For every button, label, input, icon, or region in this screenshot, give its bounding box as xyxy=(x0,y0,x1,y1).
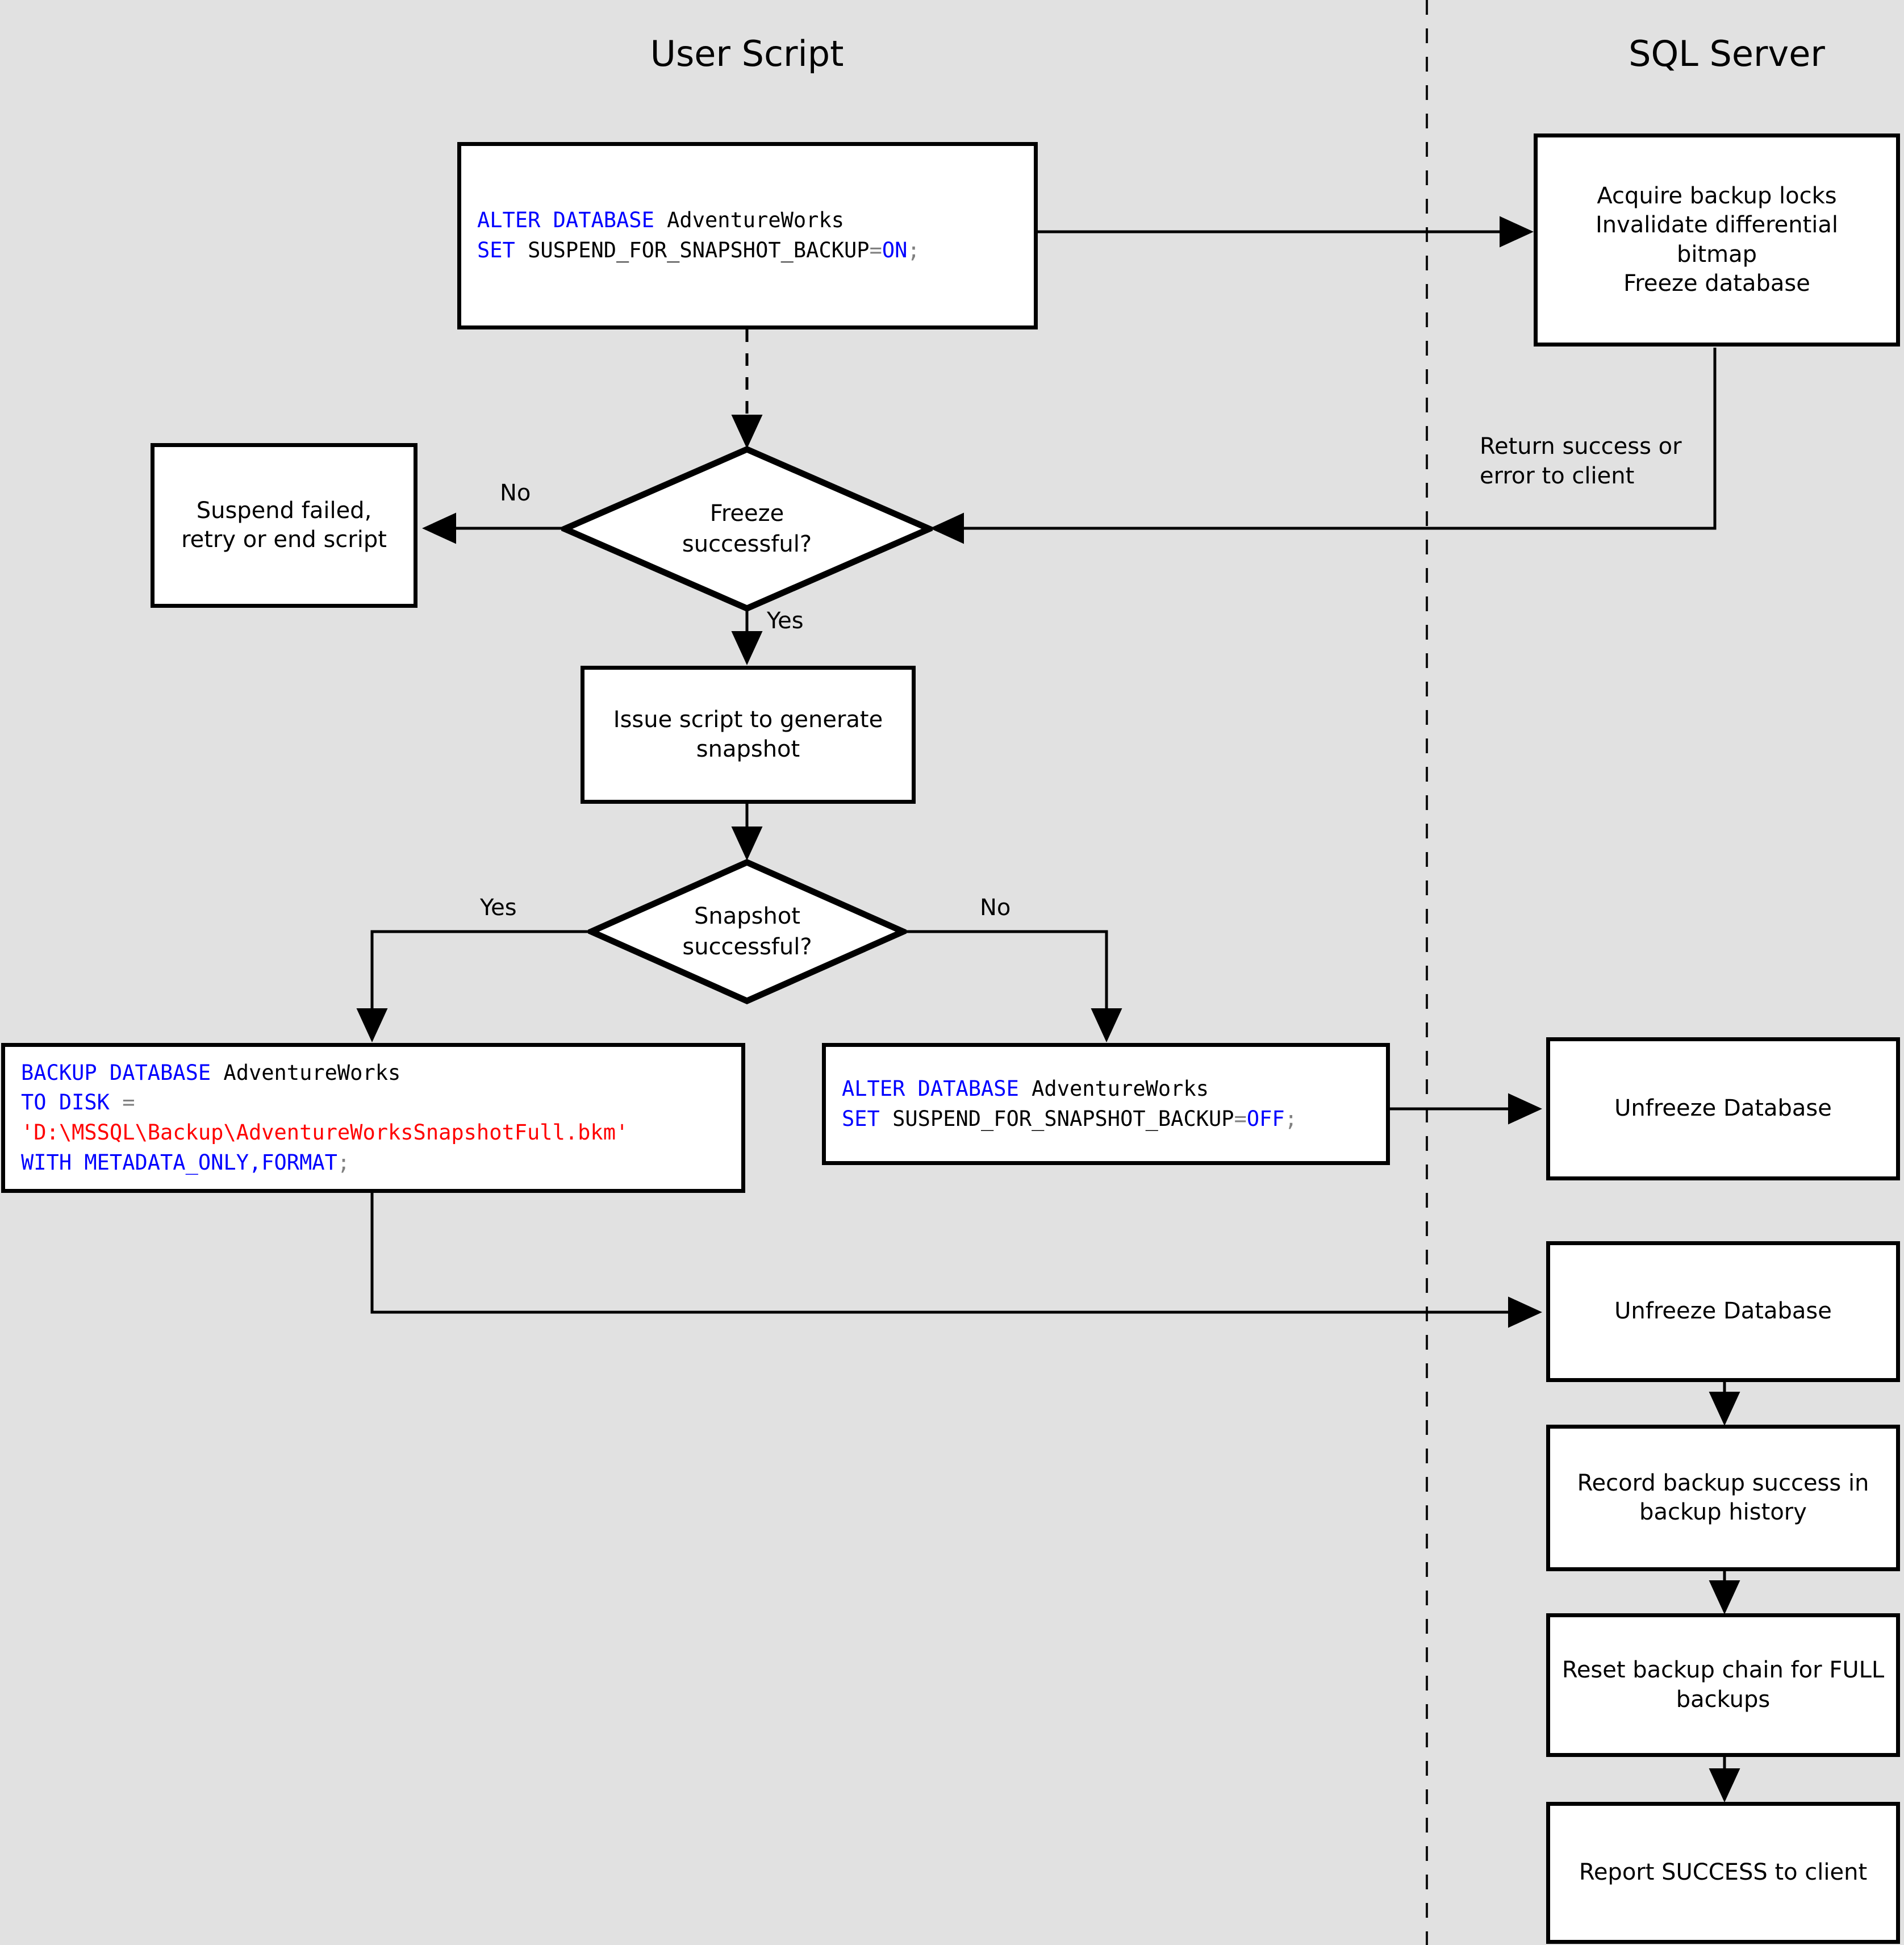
node-alter-database-on[interactable]: ALTER DATABASE AdventureWorks SET SUSPEN… xyxy=(457,142,1038,329)
code-backup-database: BACKUP DATABASE AdventureWorks TO DISK =… xyxy=(21,1060,629,1175)
node-issue-script-label: Issue script to generate snapshot xyxy=(613,707,883,762)
node-reset-backup-chain-label: Reset backup chain for FULL backups xyxy=(1561,1657,1885,1713)
node-suspend-failed[interactable]: Suspend failed, retry or end script xyxy=(151,443,417,608)
node-alter-database-off[interactable]: ALTER DATABASE AdventureWorks SET SUSPEN… xyxy=(822,1043,1390,1165)
node-suspend-failed-label: Suspend failed, retry or end script xyxy=(181,497,387,553)
diamond-shape-freeze xyxy=(557,445,937,612)
code-alter-on: ALTER DATABASE AdventureWorks SET SUSPEN… xyxy=(477,208,920,262)
node-acquire-backup-locks[interactable]: Acquire backup locks Invalidate differen… xyxy=(1534,133,1900,347)
edge-snapshot-no xyxy=(907,930,1122,1042)
node-backup-database[interactable]: BACKUP DATABASE AdventureWorks TO DISK =… xyxy=(1,1043,745,1193)
edge-label-freeze-yes: Yes xyxy=(767,608,804,634)
node-record-backup-history[interactable]: Record backup success in backup history xyxy=(1546,1425,1900,1571)
edge-label-return-to-client: Return success or error to client xyxy=(1480,433,1682,489)
edge-label-snapshot-no: No xyxy=(980,895,1011,921)
node-unfreeze-database-2[interactable]: Unfreeze Database xyxy=(1546,1241,1900,1382)
node-freeze-successful-decision[interactable]: Freeze successful? xyxy=(557,445,937,612)
node-report-success[interactable]: Report SUCCESS to client xyxy=(1546,1802,1900,1944)
node-unfreeze-database-1[interactable]: Unfreeze Database xyxy=(1546,1037,1900,1180)
node-report-success-label: Report SUCCESS to client xyxy=(1579,1859,1868,1886)
node-reset-backup-chain[interactable]: Reset backup chain for FULL backups xyxy=(1546,1613,1900,1757)
edge-backup-to-unfreeze2 xyxy=(370,1192,1542,1328)
edge-snapshot-yes xyxy=(356,930,588,1042)
edge-label-snapshot-yes: Yes xyxy=(480,895,517,921)
node-unfreeze-database-2-label: Unfreeze Database xyxy=(1614,1298,1832,1325)
node-issue-script[interactable]: Issue script to generate snapshot xyxy=(581,666,916,804)
code-alter-off: ALTER DATABASE AdventureWorks SET SUSPEN… xyxy=(842,1076,1297,1131)
node-freeze-successful-label: Freeze successful? xyxy=(682,500,812,557)
lane-title-user-script: User Script xyxy=(650,33,844,74)
node-snapshot-successful-label: Snapshot successful? xyxy=(682,903,812,960)
node-unfreeze-database-1-label: Unfreeze Database xyxy=(1614,1095,1832,1122)
node-record-backup-history-label: Record backup success in backup history xyxy=(1577,1470,1869,1525)
node-acquire-backup-locks-label: Acquire backup locks Invalidate differen… xyxy=(1595,183,1839,297)
diamond-shape-snapshot xyxy=(583,858,911,1005)
edge-label-freeze-no: No xyxy=(500,480,531,506)
lane-title-sql-server: SQL Server xyxy=(1629,33,1825,74)
node-snapshot-successful-decision[interactable]: Snapshot successful? xyxy=(583,858,911,1005)
